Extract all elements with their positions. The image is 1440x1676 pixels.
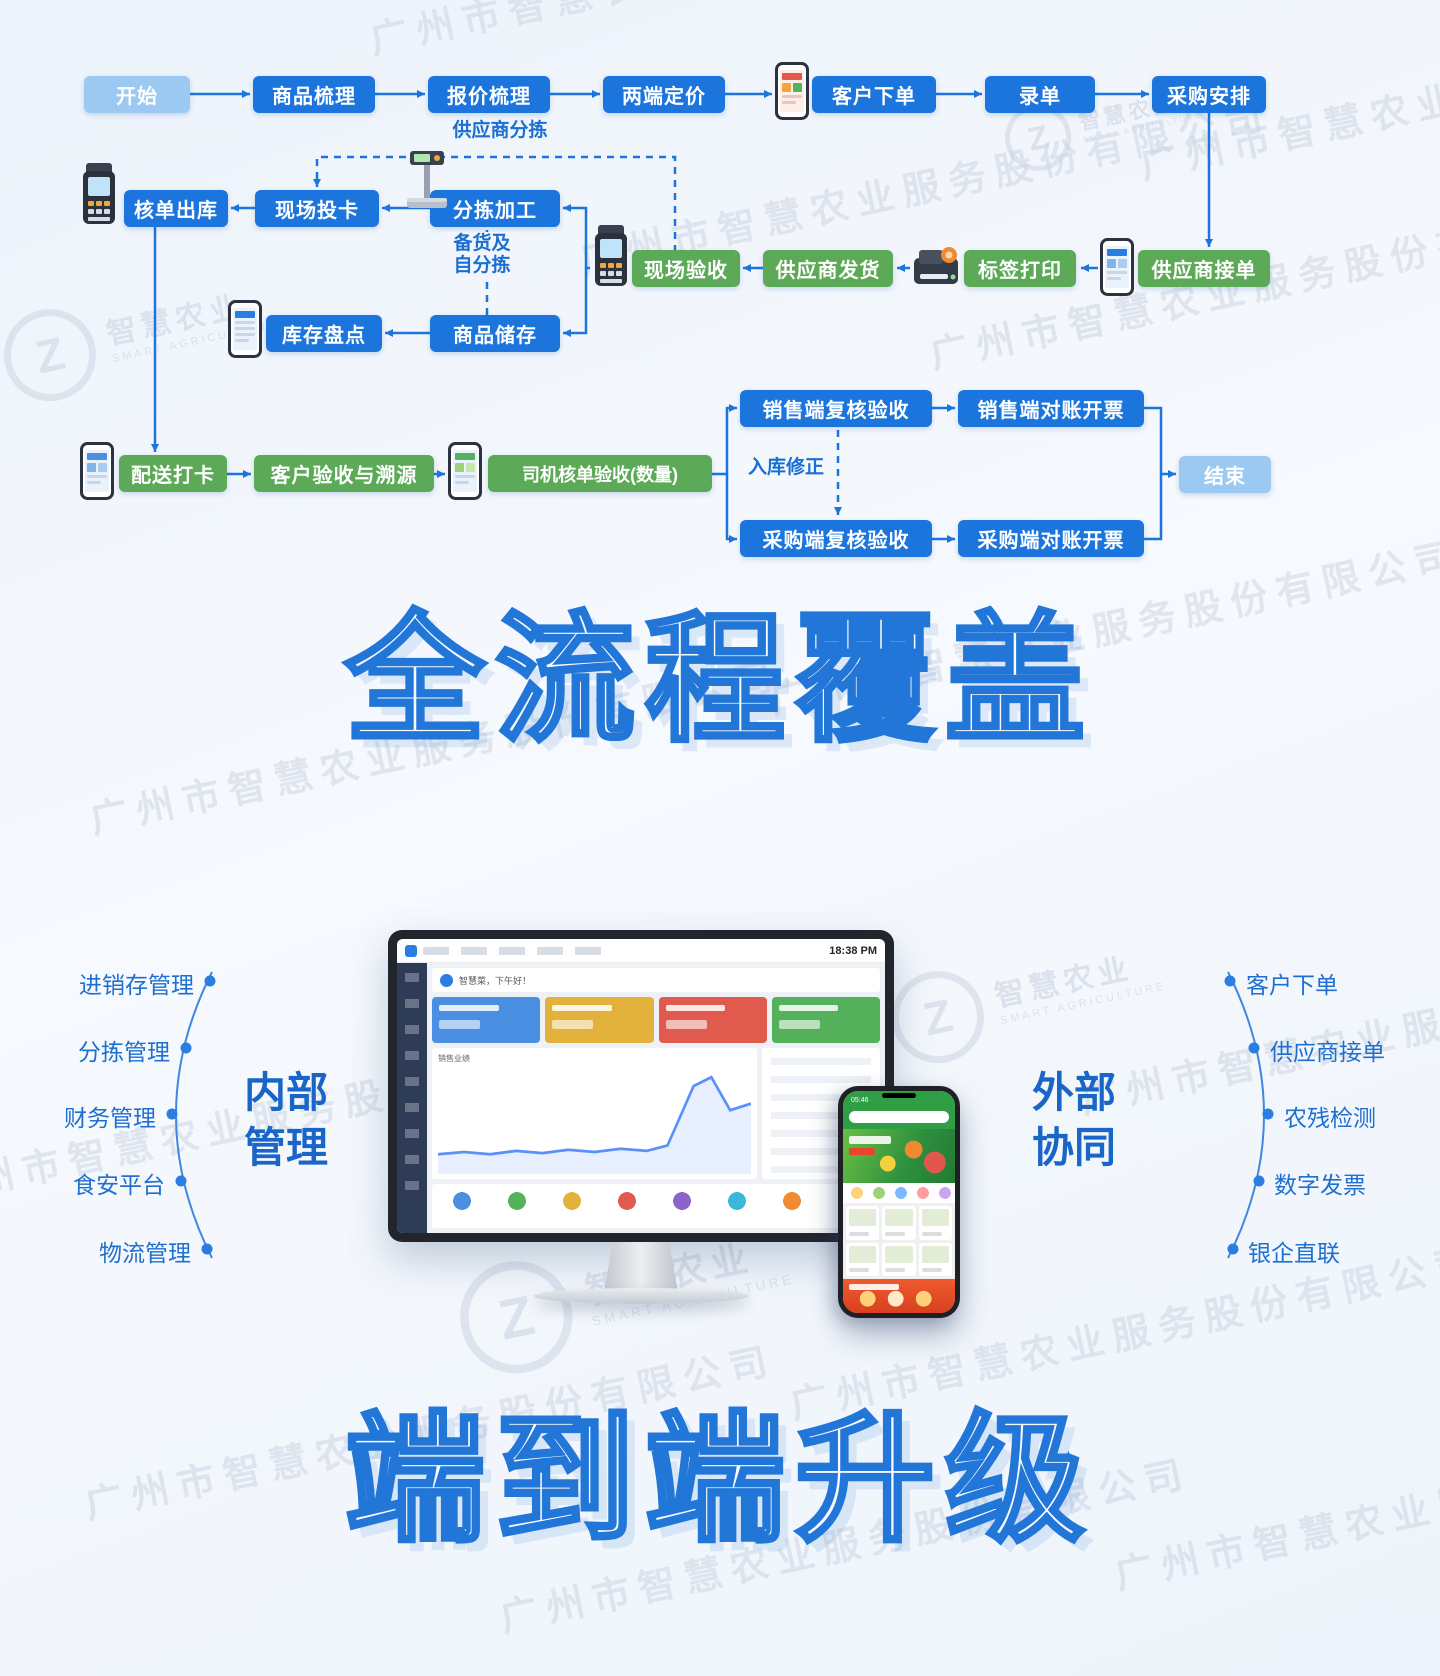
smartphone-icon [775,62,809,120]
phone-search-header [843,1105,955,1129]
internal-item-food-safety: 食安平台 [73,1172,165,1198]
product-card [918,1206,952,1240]
dashboard-middle-row: 销售业绩 [432,1048,880,1179]
flow-node-site-card: 现场投卡 [255,190,379,227]
smartphone-icon [80,442,114,500]
monitor-frame: 18:38 PM 智慧菜，下午好！ [388,930,894,1242]
stat-card-yellow [545,997,654,1043]
phone-promo-banner [843,1279,955,1313]
phone-product-grid [843,1203,955,1279]
flow-node-supplier-accept: 供应商接单 [1138,250,1270,287]
dashboard-sidebar [397,963,427,1233]
external-item-bank-link: 银企直联 [1248,1240,1340,1266]
logo-ring-icon: Z [449,1250,583,1384]
phone-category-row [843,1183,955,1203]
internal-item-erp: 进销存管理 [79,972,194,998]
flow-node-verify-outbound: 核单出库 [124,190,228,227]
phone-hero-banner [843,1129,955,1183]
flow-node-goods-sorting: 商品梳理 [253,76,375,113]
flow-node-delivery-punch: 配送打卡 [119,455,227,492]
flow-node-sales-invoice: 销售端对账开票 [958,390,1144,427]
stat-card-blue [432,997,541,1043]
monitor-base [534,1288,749,1304]
external-item-pesticide-test: 农残检测 [1284,1105,1376,1131]
dashboard-screenshot: 18:38 PM 智慧菜，下午好！ [397,939,885,1233]
product-card [846,1242,880,1276]
flow-node-customer-trace: 客户验收与溯源 [254,455,434,492]
search-bar [849,1111,949,1123]
phone-mockup: 05:46 [838,1086,960,1318]
handheld-terminal-icon [595,225,627,286]
internal-management-title: 内部 管理 [243,1069,328,1171]
stat-card-row [432,997,880,1043]
flow-node-start: 开始 [84,76,190,113]
flow-node-purchase-recheck: 采购端复核验收 [740,520,932,557]
section-title-full-process-coverage: 全流程覆盖 [343,599,1095,760]
phone-statusbar: 05:46 [843,1091,955,1105]
monitor-mockup: 18:38 PM 智慧菜，下午好！ [388,930,894,1304]
flow-node-order-entry: 录单 [985,76,1095,113]
dashboard-main: 智慧菜，下午好！ 销售业绩 [427,963,885,1233]
chart-title: 销售业绩 [438,1054,470,1063]
product-card [882,1206,916,1240]
flow-node-quote-sorting: 报价梳理 [428,76,550,113]
monitor-stand [604,1242,678,1292]
external-item-digital-invoice: 数字发票 [1274,1172,1366,1198]
label-storage-fix: 入库修正 [747,457,824,478]
external-item-customer-order: 客户下单 [1246,972,1338,998]
flow-node-purchase-plan: 采购安排 [1152,76,1266,113]
quick-action-icons-row [432,1184,880,1228]
dashboard-nav-placeholder [423,946,613,955]
stat-card-red [658,997,767,1043]
greeting-text: 智慧菜，下午好！ [459,975,532,986]
flow-node-site-inspect: 现场验收 [632,250,740,287]
internal-item-logistics: 物流管理 [99,1240,191,1266]
product-card [882,1242,916,1276]
logo-ring-icon: Z [883,962,993,1072]
stat-card-green [771,997,880,1043]
label-supplier-sorting: 供应商分拣 [452,120,548,141]
dashboard-body: 智慧菜，下午好！ 销售业绩 [397,963,885,1233]
dashboard-topbar: 18:38 PM [397,939,885,963]
section-title-end-to-end-upgrade: 端到端升级 [343,1399,1095,1560]
weighing-scale-icon [407,151,447,208]
label-printer-icon [914,247,958,284]
phone-clock: 05:46 [851,1097,869,1104]
product-card [918,1242,952,1276]
flow-node-sales-recheck: 销售端复核验收 [740,390,932,427]
flow-node-goods-storage: 商品储存 [430,315,560,352]
internal-item-finance: 财务管理 [64,1105,156,1131]
avatar [440,973,453,987]
smartphone-icon [448,442,482,500]
flow-node-driver-verify: 司机核单验收(数量) [488,455,712,492]
internal-item-sorting: 分拣管理 [78,1039,170,1065]
flow-node-stock-count: 库存盘点 [266,315,382,352]
smartphone-icon [228,300,262,358]
sales-chart-panel: 销售业绩 [432,1048,757,1179]
label-stock-prep: 备货及 自分拣 [444,232,520,278]
sales-line-chart [438,1075,751,1174]
product-card [846,1206,880,1240]
flow-node-dual-pricing: 两端定价 [603,76,725,113]
dashboard-logo-icon [405,944,417,957]
external-collaboration-title: 外部 协同 [1031,1069,1116,1171]
dashboard-clock: 18:38 PM [829,944,877,957]
watermark-text: 广州市智慧农业服务股份有限公司 [364,0,1065,64]
flow-node-label-print: 标签打印 [964,250,1076,287]
flow-node-supplier-ship: 供应商发货 [763,250,893,287]
phone-app-screenshot: 05:46 [843,1091,955,1313]
smartphone-icon [1100,238,1134,296]
handheld-terminal-icon [83,163,115,224]
logo-ring-icon: Z [0,300,105,410]
external-item-supplier-accept: 供应商接单 [1270,1039,1385,1065]
flow-node-purchase-invoice: 采购端对账开票 [958,520,1144,557]
flow-node-customer-order: 客户下单 [812,76,936,113]
flow-node-end: 结束 [1179,456,1271,493]
dashboard-greeting-bar: 智慧菜，下午好！ [432,968,880,992]
